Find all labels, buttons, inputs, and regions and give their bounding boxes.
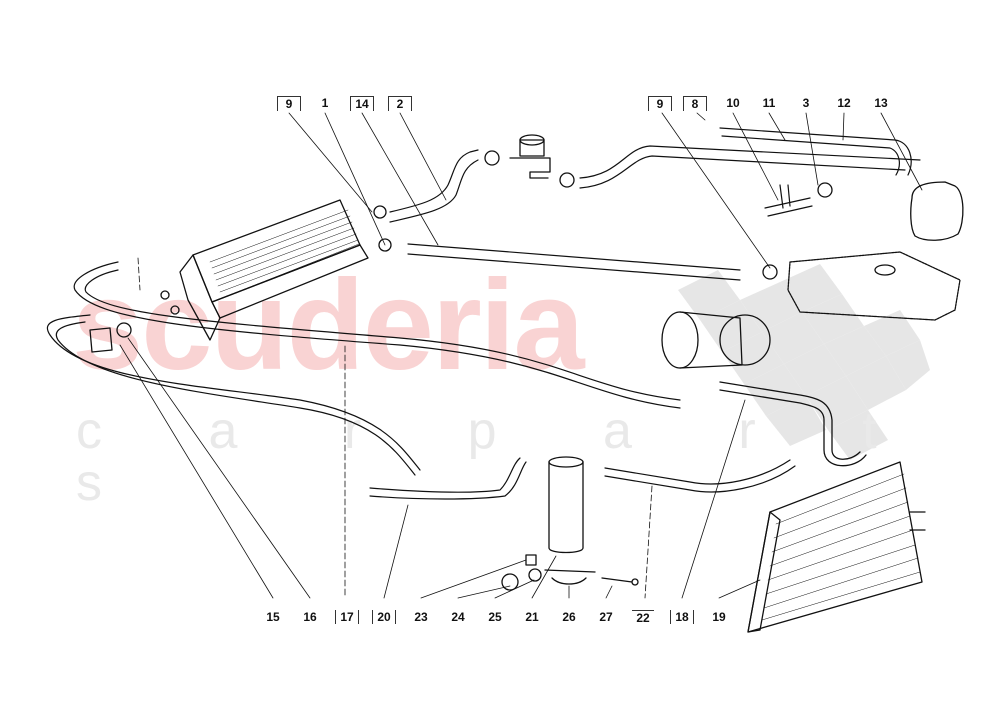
callout-9b[interactable]: 9 bbox=[648, 96, 672, 111]
callout-14[interactable]: 14 bbox=[350, 96, 374, 111]
heater-matrix bbox=[160, 199, 392, 341]
callout-22[interactable]: 22 bbox=[632, 610, 654, 625]
compressor bbox=[661, 311, 771, 369]
condenser bbox=[747, 461, 926, 633]
callout-10[interactable]: 10 bbox=[726, 96, 740, 110]
receiver-drier bbox=[544, 456, 596, 585]
small-parts bbox=[501, 554, 639, 591]
callout-20[interactable]: 20 bbox=[372, 610, 396, 624]
guide-lines bbox=[137, 257, 653, 599]
callout-13[interactable]: 13 bbox=[874, 96, 888, 110]
callout-17[interactable]: 17 bbox=[335, 610, 359, 624]
callout-2[interactable]: 2 bbox=[388, 96, 412, 111]
callout-9a[interactable]: 9 bbox=[277, 96, 301, 111]
callout-25[interactable]: 25 bbox=[488, 610, 502, 624]
hose-clamps bbox=[484, 150, 833, 280]
refrigerant-lines bbox=[46, 261, 796, 500]
callout-11[interactable]: 11 bbox=[762, 96, 776, 110]
callout-3[interactable]: 3 bbox=[802, 96, 810, 110]
flexible-hose bbox=[719, 381, 867, 467]
callout-16[interactable]: 16 bbox=[303, 610, 317, 624]
callout-24[interactable]: 24 bbox=[451, 610, 465, 624]
leader-lines-bottom bbox=[119, 337, 761, 599]
watermark-tagline: c a r p a r t s bbox=[76, 402, 923, 512]
callout-12[interactable]: 12 bbox=[837, 96, 851, 110]
water-valve bbox=[509, 134, 551, 179]
callout-8[interactable]: 8 bbox=[683, 96, 707, 111]
callout-15[interactable]: 15 bbox=[266, 610, 280, 624]
callout-27[interactable]: 27 bbox=[599, 610, 613, 624]
pressure-switch bbox=[89, 322, 132, 353]
callout-1[interactable]: 1 bbox=[321, 96, 329, 110]
callout-19[interactable]: 19 bbox=[712, 610, 726, 624]
heater-hoses bbox=[389, 127, 921, 281]
header-tank bbox=[787, 251, 961, 321]
callout-23[interactable]: 23 bbox=[414, 610, 428, 624]
watermark-brand: scuderia bbox=[72, 254, 584, 397]
callout-26[interactable]: 26 bbox=[562, 610, 576, 624]
expansion-tank bbox=[910, 181, 964, 241]
callout-21[interactable]: 21 bbox=[525, 610, 539, 624]
leader-lines-top bbox=[288, 112, 923, 269]
callout-18[interactable]: 18 bbox=[670, 610, 694, 624]
